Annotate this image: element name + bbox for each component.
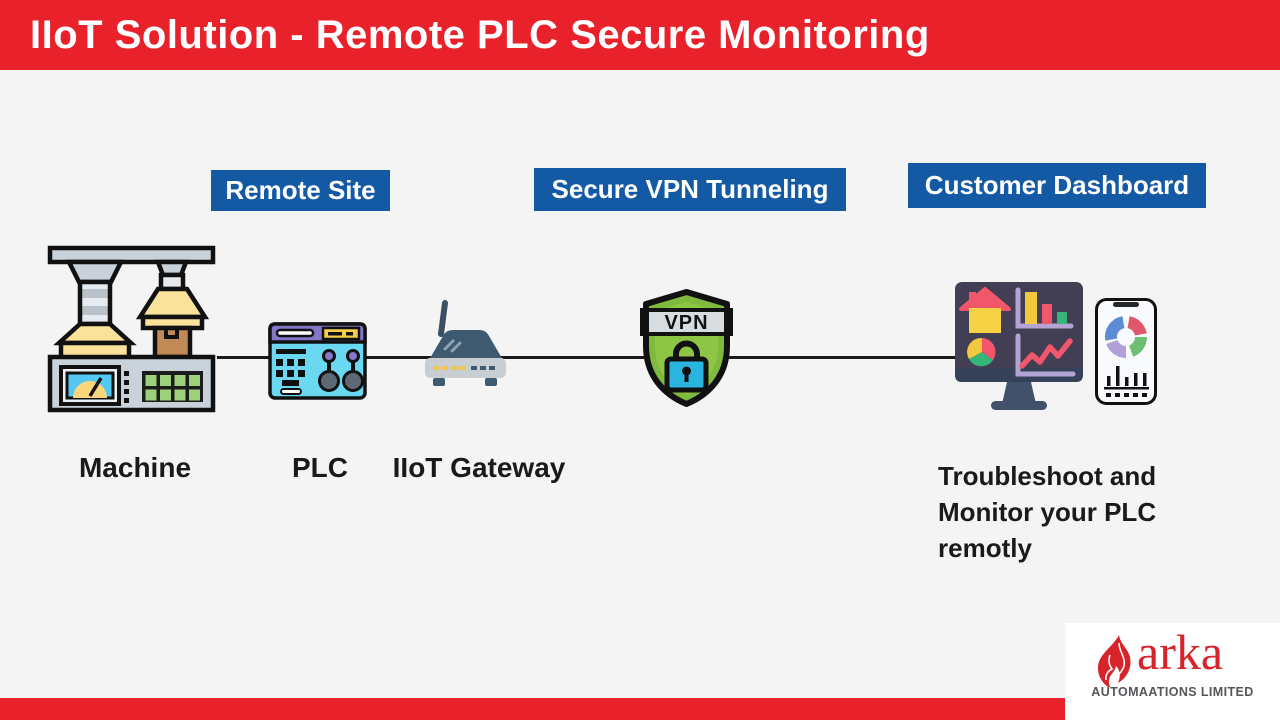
- plc-icon: [268, 322, 367, 400]
- button-grid: [142, 371, 203, 402]
- dashboard-monitor-icon: [955, 282, 1083, 410]
- flame-icon: [1098, 635, 1131, 687]
- house-icon: [959, 287, 1011, 333]
- phone-icon: [1095, 298, 1157, 405]
- stage-label-text: Customer Dashboard: [924, 170, 1190, 200]
- mini-bar-chart: [1104, 366, 1149, 397]
- logo-subtitle-text: AUTOMAATIONS LIMITED: [1091, 685, 1254, 699]
- machine-label: Machine: [78, 452, 192, 483]
- header-bar: IIoT Solution - Remote PLC Secure Monito…: [0, 0, 1280, 70]
- bar-chart: [1015, 287, 1074, 329]
- donut-chart: [1104, 316, 1147, 358]
- logo-brand-text: arka: [1137, 624, 1224, 680]
- vpn-shield-icon: VPN: [640, 289, 733, 407]
- toggle-switches: [318, 349, 364, 392]
- lock-icon: [664, 340, 709, 393]
- gateway-label: IIoT Gateway: [392, 452, 566, 483]
- iiot-gateway-icon: [425, 300, 506, 386]
- vpn-badge-text: VPN: [664, 312, 708, 334]
- gauge-display: [59, 365, 121, 406]
- stage-label-vpn-tunneling: Secure VPN Tunneling: [534, 168, 846, 211]
- stage-label-text: Secure VPN Tunneling: [551, 174, 829, 204]
- page-title: IIoT Solution - Remote PLC Secure Monito…: [30, 12, 930, 57]
- company-logo: arka AUTOMAATIONS LIMITED: [1065, 623, 1280, 720]
- connector-line: [217, 356, 957, 359]
- stage-label-text: Remote Site: [225, 175, 376, 205]
- dashboard-caption: Troubleshoot and Monitor your PLC remotl…: [938, 461, 1157, 563]
- pie-chart: [967, 337, 996, 367]
- plc-label: PLC: [292, 452, 348, 483]
- bottom-accent-bar: [0, 698, 1065, 720]
- machine-icon: [47, 245, 216, 413]
- stage-label-remote-site: Remote Site: [211, 170, 390, 211]
- stage-label-customer-dashboard: Customer Dashboard: [908, 163, 1206, 208]
- line-chart: [1015, 333, 1076, 377]
